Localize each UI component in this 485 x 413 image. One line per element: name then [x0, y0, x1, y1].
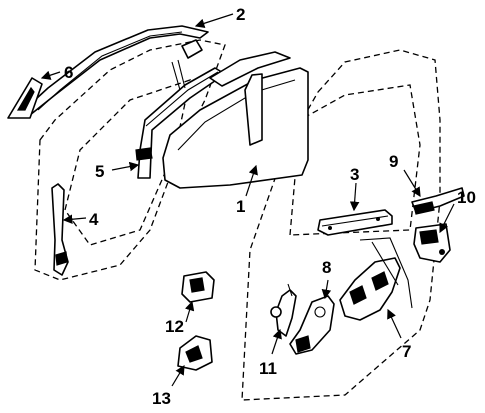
rear-frame-inner-outline	[64, 79, 191, 246]
leader-3	[349, 182, 360, 212]
callout-4: 4	[89, 210, 99, 229]
callout-10: 10	[457, 188, 476, 207]
leader-8	[321, 279, 332, 300]
leader-5	[111, 161, 140, 172]
callout-2: 2	[236, 5, 245, 24]
front-run-channel	[135, 59, 226, 179]
regulator-rail	[317, 209, 393, 236]
rear-guide-channel	[51, 183, 69, 276]
leader-2	[194, 13, 234, 28]
callout-8: 8	[322, 258, 331, 277]
leader-10	[439, 203, 455, 234]
glass-frame-strip	[209, 51, 291, 146]
leader-9	[403, 169, 421, 198]
leader-12	[184, 300, 195, 323]
callout-11: 11	[259, 359, 277, 378]
leader-6	[40, 70, 61, 80]
door-lock	[413, 223, 451, 263]
leader-13	[171, 364, 185, 387]
mounting-bracket	[181, 271, 215, 303]
outside-handle	[411, 187, 465, 215]
callout-13: 13	[152, 389, 171, 408]
callout-3: 3	[350, 165, 359, 184]
callout-5: 5	[95, 162, 104, 181]
leader-7	[387, 308, 402, 339]
door-glass	[162, 67, 309, 189]
callout-9: 9	[389, 152, 398, 171]
leader-11	[271, 328, 282, 355]
front-door-outline	[241, 49, 441, 401]
callout-12: 12	[165, 317, 184, 336]
window-motor	[270, 283, 297, 337]
callout-6: 6	[64, 63, 73, 82]
corner-trim	[7, 77, 43, 119]
callout-1: 1	[236, 197, 245, 216]
door-hinge	[177, 335, 213, 371]
regulator-motor	[289, 295, 335, 355]
leader-4	[62, 214, 87, 225]
upper-run-channel	[23, 25, 209, 116]
leader-1	[245, 164, 258, 197]
window-regulator	[339, 237, 413, 321]
callout-7: 7	[402, 342, 411, 361]
